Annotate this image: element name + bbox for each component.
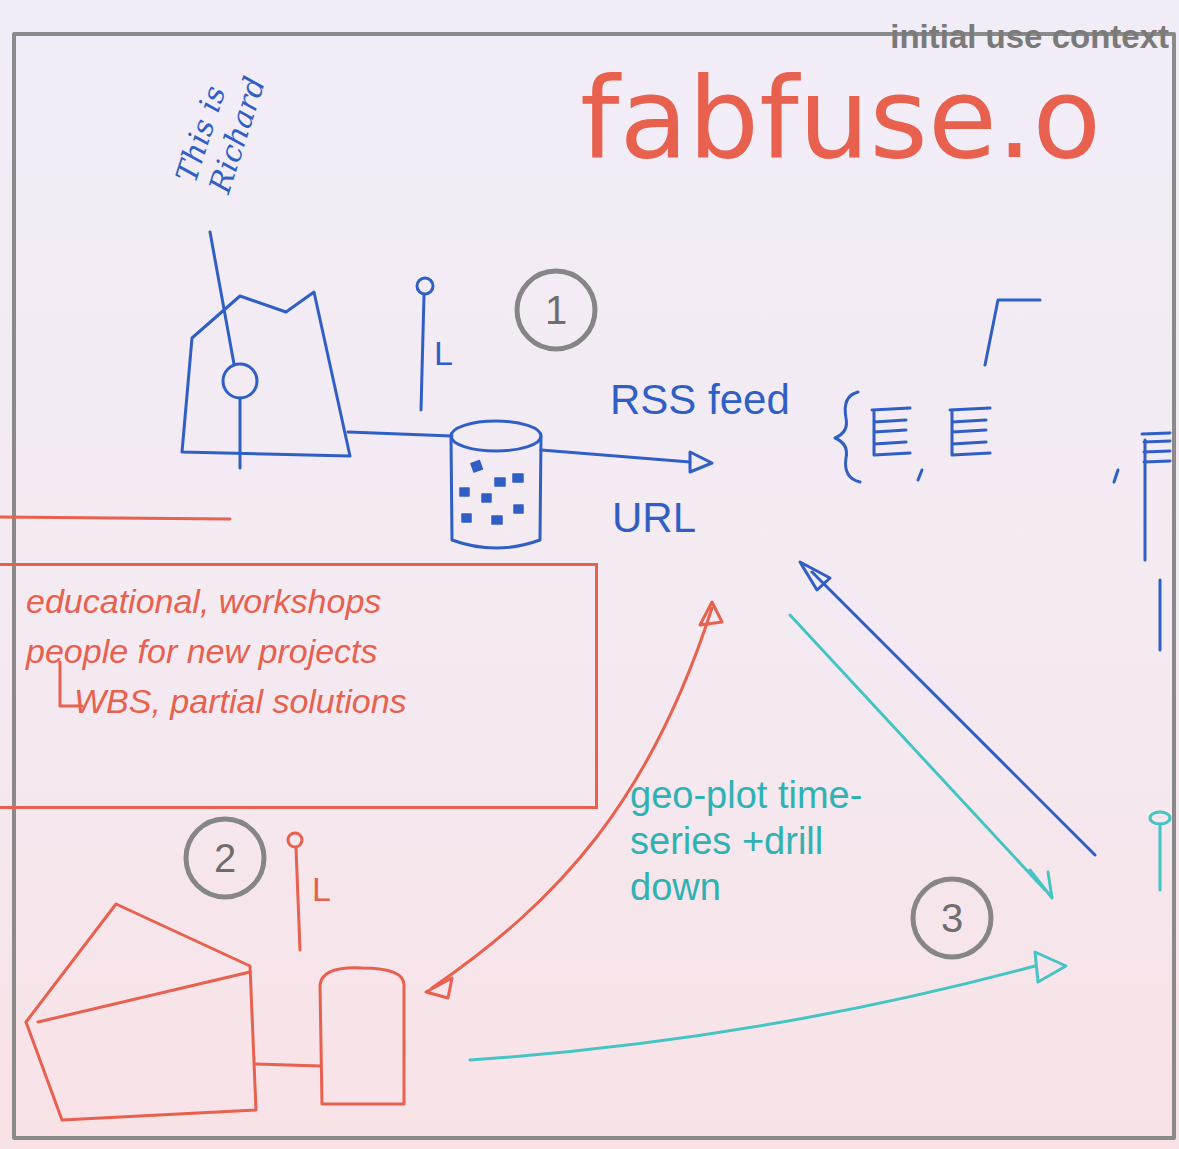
database-top [451, 421, 541, 451]
data-item [462, 514, 471, 522]
callout-number: 3 [941, 895, 963, 941]
arrow-line [541, 450, 690, 462]
arrow-head [690, 452, 712, 472]
arrow-head [1035, 952, 1066, 982]
note-text: people for new projects [26, 626, 378, 676]
callout-number: 1 [545, 287, 567, 333]
pin-letter: L [434, 334, 453, 373]
data-item [492, 516, 502, 524]
overlay-caption: initial use context [890, 18, 1169, 56]
data-item [513, 474, 523, 482]
note-text: educational, workshops [26, 576, 381, 626]
blue-site [182, 232, 1170, 855]
photo-frame [14, 34, 1174, 1138]
data-item [471, 461, 483, 473]
arrow-head [426, 978, 452, 998]
person-note: This is Richard [169, 33, 282, 197]
arrow-head [1030, 870, 1052, 898]
database-body [451, 436, 541, 548]
pin-stem [296, 848, 300, 950]
url-label: URL [612, 494, 696, 542]
data-item [460, 488, 469, 496]
comma [1114, 470, 1118, 482]
bar [1159, 580, 1162, 650]
arrow-line [790, 615, 1045, 890]
note-box: educational, workshopspeople for new pro… [0, 563, 598, 809]
feed-label: RSS feed [610, 376, 790, 424]
person-head [223, 364, 257, 398]
roof-line [38, 972, 250, 1022]
callout-number: 2 [214, 835, 236, 881]
comma [918, 470, 922, 480]
document-scribble [950, 408, 990, 455]
data-item [482, 494, 491, 502]
red-site [0, 517, 722, 1120]
data-item [495, 478, 505, 486]
data-items [460, 461, 523, 524]
callout-circle [913, 879, 991, 957]
view-note: geo-plot time-series +drill down [630, 772, 890, 910]
note-text: WBS, partial solutions [74, 676, 407, 726]
brace [835, 392, 860, 482]
arrow-line [470, 966, 1035, 1060]
wire [348, 432, 452, 436]
pin-head [417, 278, 433, 294]
arrow-head [700, 602, 722, 625]
pin-stem [1159, 824, 1162, 890]
document-scribble [1142, 433, 1170, 560]
corner-mark [985, 300, 1040, 365]
document-scribble [872, 408, 910, 455]
wire [256, 1064, 320, 1066]
arrow-head [800, 562, 830, 590]
teal-flows [470, 615, 1170, 1060]
database-outline [320, 968, 404, 1104]
callout-circle [186, 819, 264, 897]
divider-line [0, 517, 230, 519]
leader-line [210, 232, 234, 364]
pin-head [288, 833, 302, 847]
house-outline [182, 292, 350, 456]
pin-stem [421, 295, 424, 410]
callout-circle [517, 271, 595, 349]
data-item [514, 505, 523, 513]
board-title: fabfuse.o [580, 62, 1101, 174]
house-outline [26, 904, 256, 1120]
person-body [239, 398, 242, 468]
pin-letter: L [312, 870, 331, 909]
pin-head [1150, 812, 1170, 824]
